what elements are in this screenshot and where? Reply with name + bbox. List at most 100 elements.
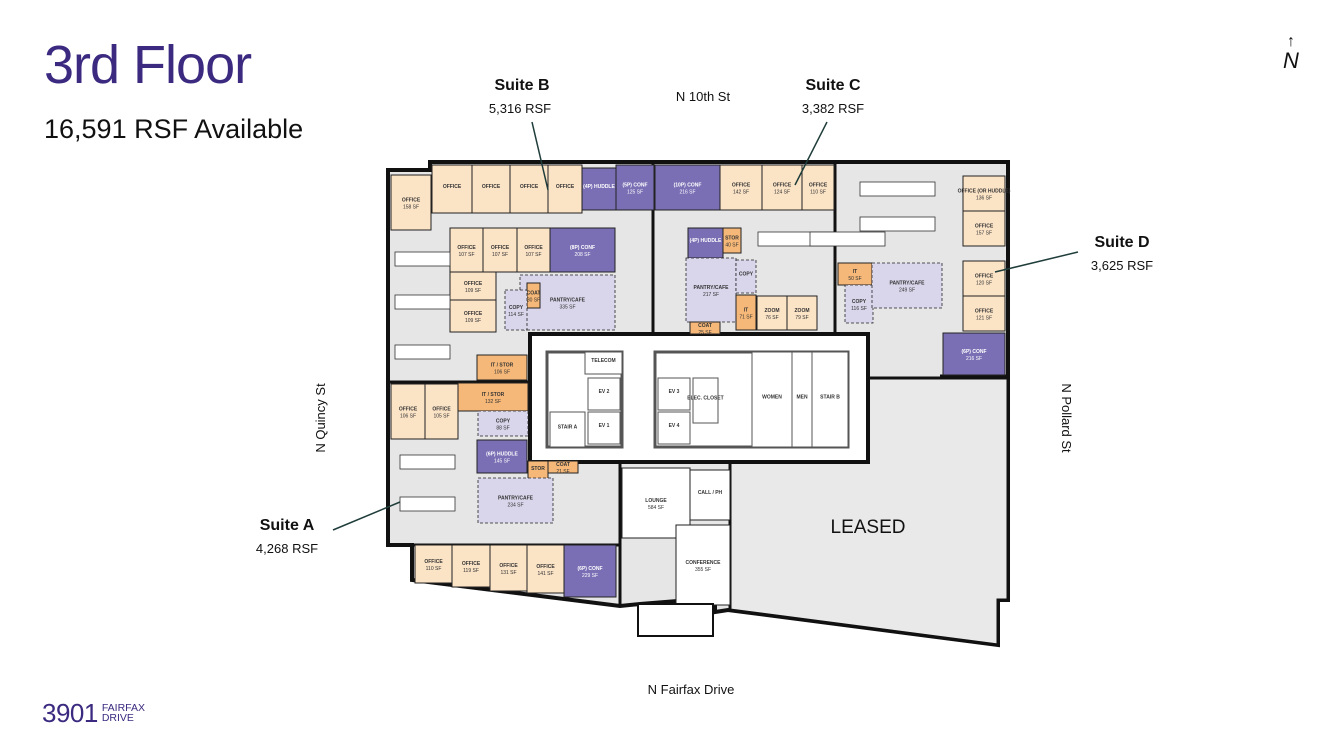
room-area: 79 SF xyxy=(795,315,808,321)
room-area: 40 SF xyxy=(725,243,738,249)
room-area: 105 SF xyxy=(433,414,449,420)
room-area: 208 SF xyxy=(574,252,590,258)
room-shape xyxy=(871,262,943,309)
room-area: 109 SF xyxy=(465,318,481,324)
street-left: N Quincy St xyxy=(313,383,328,453)
room-label: OFFICE xyxy=(975,309,994,315)
workstation-desk xyxy=(809,231,886,247)
room-label: STOR xyxy=(725,236,739,242)
room-label: (8P) CONF xyxy=(570,245,595,251)
room-area: 76 SF xyxy=(765,315,778,321)
room-shape xyxy=(449,299,497,333)
room-core: EV 4 xyxy=(657,411,691,445)
room-shape xyxy=(735,294,757,331)
room-area: 136 SF xyxy=(976,196,992,202)
room-label: OFFICE xyxy=(975,224,994,230)
street-right: N Pollard St xyxy=(1059,383,1074,453)
room-shape xyxy=(457,382,529,412)
suite-d-name: Suite D xyxy=(1094,234,1149,251)
room-shape xyxy=(549,411,586,448)
room-label: OFFICE xyxy=(809,183,828,189)
workstation-desk xyxy=(399,496,456,512)
room-label: COPY xyxy=(496,419,511,425)
room-shape xyxy=(449,271,497,301)
room-shape xyxy=(811,351,849,448)
room-shape xyxy=(722,227,742,254)
room-shape xyxy=(489,544,528,592)
room-shape xyxy=(449,227,484,273)
room-label: COAT xyxy=(556,462,570,468)
room-area: 335 SF xyxy=(559,305,575,311)
room-shape xyxy=(962,175,1006,212)
room-label: OFFICE xyxy=(464,311,483,317)
room-area: 114 SF xyxy=(508,312,524,318)
room-office: OFFICE xyxy=(509,164,549,214)
room-area: 157 SF xyxy=(976,231,992,237)
room-area: 25 SF xyxy=(698,330,711,336)
room-label: OFFICE xyxy=(556,184,575,190)
room-shape xyxy=(587,411,621,445)
balcony xyxy=(637,603,714,637)
room-shape xyxy=(477,477,554,524)
room-shape xyxy=(504,289,528,331)
room-area: 107 SF xyxy=(458,252,474,258)
logo-number: 3901 xyxy=(42,698,98,728)
room-label: OFFICE (OR HUDDLE) xyxy=(958,189,1011,195)
suite-b-area: 5,316 RSF xyxy=(489,101,551,116)
room-area: 229 SF xyxy=(582,573,598,579)
room-office: OFFICE xyxy=(547,164,583,214)
room-label: OFFICE xyxy=(732,183,751,189)
room-shape xyxy=(786,295,818,331)
room-label: EV 3 xyxy=(669,389,680,395)
room-area: 119 SF xyxy=(463,568,479,574)
room-label: WOMEN xyxy=(762,395,782,401)
room-area: 132 SF xyxy=(485,399,501,405)
room-area: 234 SF xyxy=(507,503,523,509)
room-label: IT xyxy=(744,308,748,314)
room-label: OFFICE xyxy=(462,561,481,567)
room-area: 145 SF xyxy=(494,459,510,465)
room-label: OFFICE xyxy=(773,183,792,189)
room-label: OFFICE xyxy=(399,407,418,413)
workstation-desk xyxy=(859,216,936,232)
room-label: OFFICE xyxy=(443,184,462,190)
room-core: STAIR B xyxy=(811,351,849,448)
room-area: 106 SF xyxy=(494,370,510,376)
room-label: COAT xyxy=(698,323,712,329)
room-label: (6P) HUDDLE xyxy=(486,452,518,458)
room-core: EV 2 xyxy=(587,377,621,411)
room-shape xyxy=(675,524,731,606)
room-label: OFFICE xyxy=(432,407,451,413)
room-label: (4P) HUDDLE xyxy=(690,238,722,244)
room-core: MEN xyxy=(791,351,813,448)
suite-a-callout: Suite A 4,268 RSF xyxy=(256,501,401,556)
suite-a-area: 4,268 RSF xyxy=(256,541,318,556)
room-shape xyxy=(476,439,528,474)
room-label: (4P) HUDDLE xyxy=(583,184,615,190)
room-label: (6P) CONF xyxy=(962,349,987,355)
room-shape xyxy=(689,321,721,335)
room-area: 121 SF xyxy=(976,316,992,322)
room-shape xyxy=(962,295,1006,332)
